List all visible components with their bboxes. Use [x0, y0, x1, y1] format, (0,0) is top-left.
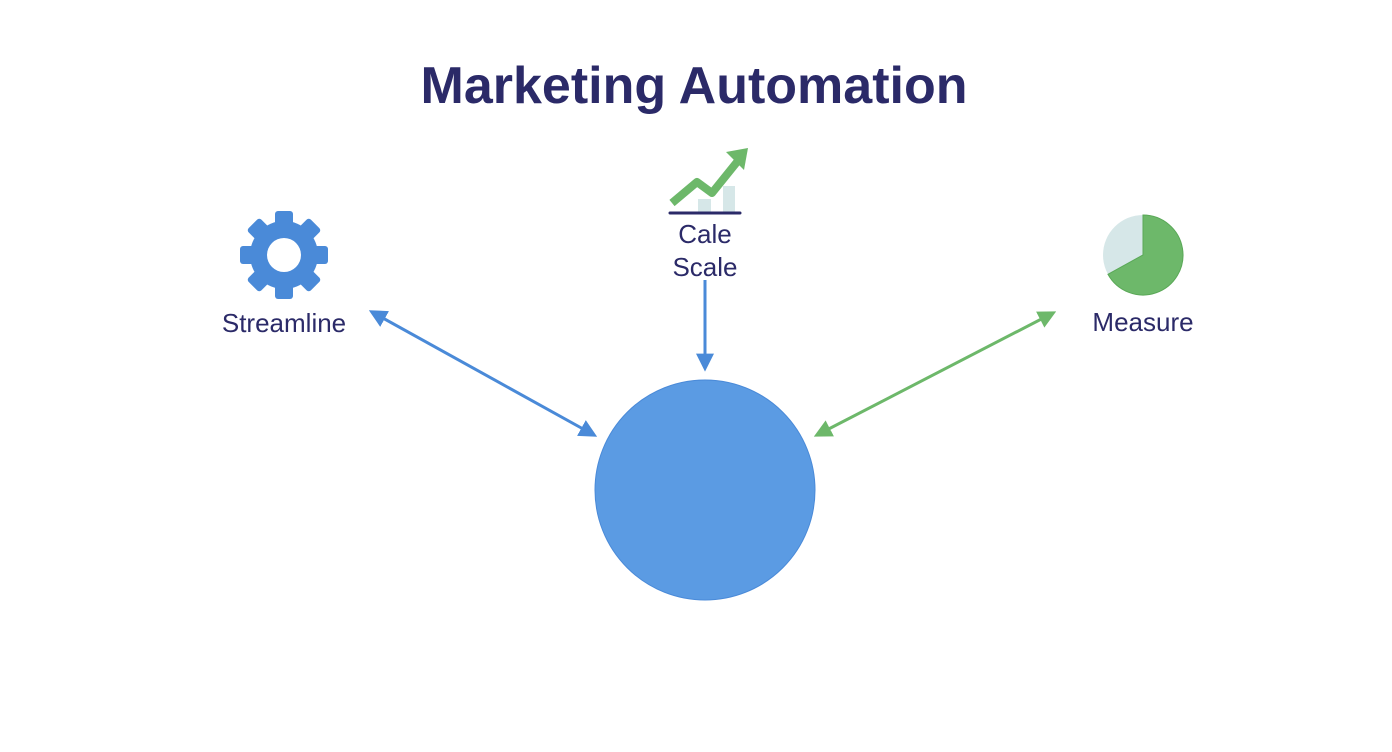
center-hub-circle [594, 379, 816, 601]
growth-chart-icon [668, 148, 748, 215]
streamline-label: Streamline [222, 308, 346, 338]
streamline-arrow [368, 310, 598, 437]
gear-icon [240, 211, 328, 299]
diagram-title: Marketing Automation [421, 57, 968, 115]
pie-chart-icon [1103, 214, 1184, 296]
measure-arrow [813, 311, 1057, 437]
scale-label: Scale [672, 252, 737, 282]
measure-label: Measure [1092, 307, 1193, 337]
scale-top-label: Cale [678, 219, 731, 249]
